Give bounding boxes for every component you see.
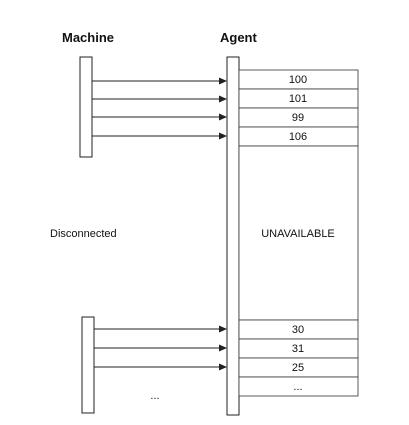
cell-value: 106 bbox=[289, 131, 307, 143]
data-row bbox=[238, 376, 359, 397]
disconnected-label: Disconnected bbox=[50, 228, 117, 240]
cell-value: ... bbox=[293, 381, 302, 393]
cell-value: 99 bbox=[292, 112, 304, 124]
machine-bar-bottom bbox=[81, 316, 95, 414]
cell-value: 101 bbox=[289, 93, 307, 105]
agent-bar bbox=[226, 56, 240, 416]
cell-value: 25 bbox=[292, 362, 304, 374]
agent-header: Agent bbox=[220, 30, 258, 45]
cell-value: 100 bbox=[289, 74, 307, 86]
machine-ellipsis: ... bbox=[150, 390, 159, 402]
cell-value: 31 bbox=[292, 343, 304, 355]
unavailable-label: UNAVAILABLE bbox=[261, 228, 335, 240]
machine-bar-top bbox=[79, 56, 93, 158]
unavailable-block bbox=[238, 145, 359, 321]
machine-header: Machine bbox=[62, 30, 114, 45]
cell-value: 30 bbox=[292, 324, 304, 336]
